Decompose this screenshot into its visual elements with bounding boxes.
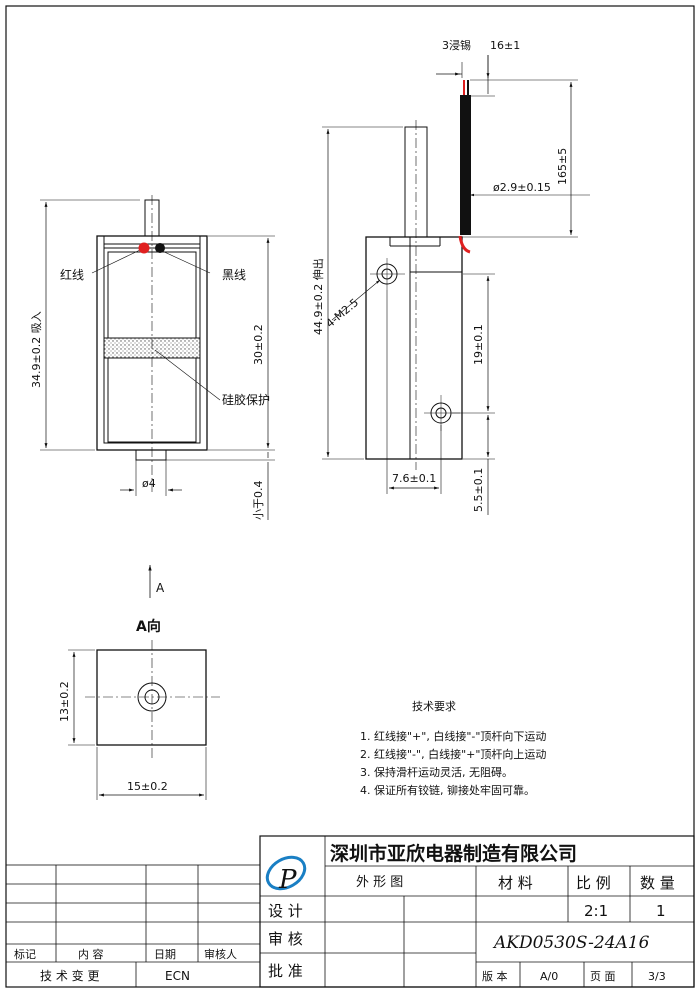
design-label: 设 计 [268,902,303,920]
material-label: 材 料 [498,874,533,892]
note-item: 2. 红线接"-", 白线接"+"顶杆向上运动 [360,748,547,761]
push-length: 44.9±0.2 伸出 [311,258,325,335]
wire-top-length: 16±1 [490,39,520,52]
hole-offset-y: 5.5±0.1 [472,468,485,512]
black-wire-label: 黑线 [222,268,246,282]
lead-wire [458,80,471,254]
hole-offset-x: 7.6±0.1 [392,472,436,485]
wire-diameter: ø2.9±0.15 [493,181,551,194]
note-item: 1. 红线接"+", 白线接"-"顶杆向下运动 [360,730,547,743]
hole-pitch: 19±0.1 [472,324,485,365]
company-logo: P [265,855,307,895]
wire-length: 165±5 [556,148,569,185]
height-dim: 13±0.2 [58,681,71,722]
notes-title: 技术要求 [412,700,456,713]
version-label: 版 本 [482,969,508,983]
red-wire-dot [138,242,150,254]
front-view [40,195,275,520]
page-label: 页 面 [590,970,616,983]
title-block [259,835,695,988]
rev-header-content: 内 容 [78,947,104,961]
tin-label: 3浸锡 [442,38,471,52]
rev-footer-left: 技 术 变 更 [40,968,99,983]
qty-label: 数 量 [640,874,675,892]
view-title: A向 [136,618,161,635]
scale-value: 2:1 [584,902,608,920]
qty-value: 1 [656,902,666,920]
svg-text:P: P [278,865,297,895]
screw-spec: 4-M2.5 [324,296,361,330]
part-number: AKD0530S-24A16 [492,933,650,953]
review-label: 审 核 [268,930,303,948]
red-wire-label: 红线 [60,267,84,282]
rev-header-date: 日期 [154,948,176,961]
scale-label: 比 例 [576,874,611,892]
version-value: A/0 [540,970,558,983]
plunger-diameter: ø4 [142,477,156,490]
approve-label: 批 准 [268,962,303,980]
note-item: 3. 保持滑杆运动灵活, 无阻碍。 [360,766,513,779]
company-name: 深圳市亚欣电器制造有限公司 [330,842,577,865]
side-view [322,55,590,515]
sheet-border [5,5,695,988]
width-dim: 15±0.2 [127,780,168,793]
rev-footer-right: ECN [165,969,190,983]
body-height: 30±0.2 [252,324,265,365]
view-arrow-label: A [156,581,165,595]
view-a [68,565,220,800]
drawing-type: 外 形 图 [356,875,403,890]
note-item: 4. 保证所有铰链, 铆接处牢固可靠。 [360,784,535,797]
small-gap: 小于0.4 [252,481,265,521]
rev-header-reviewer: 审核人 [204,947,237,961]
black-wire-dot [155,243,165,253]
rev-header-mark: 标记 [14,947,36,961]
suck-length: 34.9±0.2 吸入 [30,311,43,388]
page-value: 3/3 [648,970,666,983]
silicone-label: 硅胶保护 [222,392,270,407]
